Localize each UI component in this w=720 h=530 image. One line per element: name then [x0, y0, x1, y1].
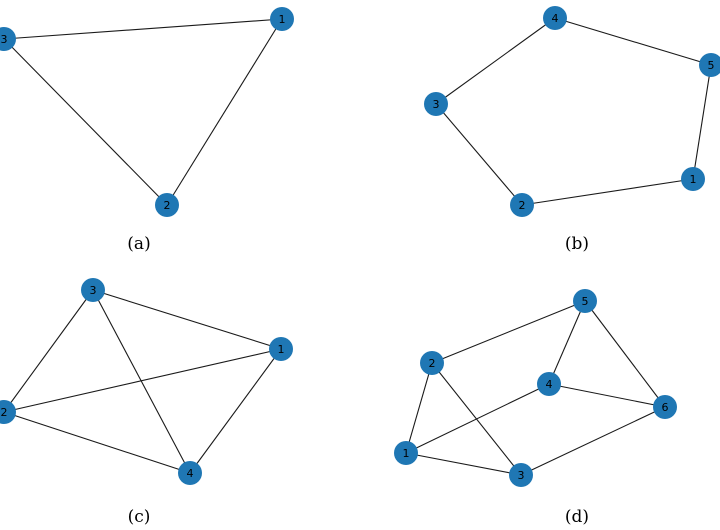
nodes-layer: 1 2 3 1 2 3 4 5 1 2 3 4 1 2 3 4 5 6 [0, 6, 720, 487]
node-circle [424, 92, 448, 116]
node-circle [699, 53, 720, 77]
edge-d-2-5 [431, 300, 586, 364]
edge-d-4-6 [548, 383, 666, 408]
node-label: 1 [403, 447, 410, 460]
node-label: 4 [187, 467, 194, 480]
node-label: 2 [164, 199, 171, 212]
panel-caption-d: (d) [565, 507, 589, 527]
node-c-4: 4 [178, 461, 202, 485]
edge-c-3-4 [92, 289, 191, 474]
panel-caption-b: (b) [565, 234, 589, 254]
node-a-2: 2 [155, 193, 179, 217]
panel-caption-a: (a) [127, 234, 150, 254]
node-circle [509, 463, 533, 487]
edge-a-1-2 [166, 18, 283, 206]
edge-d-5-4 [548, 300, 586, 385]
node-circle [420, 351, 444, 375]
node-d-4: 4 [537, 372, 561, 396]
edge-b-4-5 [554, 17, 712, 66]
node-circle [394, 441, 418, 465]
node-label: 2 [519, 199, 526, 212]
node-circle [510, 193, 534, 217]
node-d-5: 5 [573, 289, 597, 313]
node-c-2: 2 [0, 400, 16, 424]
edge-b-1-2 [521, 178, 694, 206]
node-circle [573, 289, 597, 313]
edge-b-3-4 [435, 17, 556, 105]
edge-a-3-2 [3, 38, 168, 206]
node-label: 5 [708, 59, 715, 72]
node-circle [537, 372, 561, 396]
panel-caption-c: (c) [128, 507, 151, 527]
node-label: 2 [1, 406, 8, 419]
node-label: 6 [662, 401, 669, 414]
node-label: 3 [1, 33, 8, 46]
node-d-3: 3 [509, 463, 533, 487]
node-b-4: 4 [543, 6, 567, 30]
node-label: 4 [552, 12, 559, 25]
node-c-3: 3 [81, 278, 105, 302]
edge-c-2-4 [3, 411, 191, 474]
node-circle [270, 7, 294, 31]
node-circle [543, 6, 567, 30]
node-circle [178, 461, 202, 485]
node-label: 1 [279, 13, 286, 26]
node-d-2: 2 [420, 351, 444, 375]
node-b-1: 1 [681, 167, 705, 191]
edge-c-1-4 [189, 348, 282, 474]
edge-a-3-1 [3, 18, 283, 40]
node-label: 1 [690, 173, 697, 186]
edge-c-3-2 [3, 289, 94, 413]
node-circle [653, 395, 677, 419]
node-circle [0, 27, 16, 51]
edge-b-5-1 [692, 64, 712, 180]
node-circle [81, 278, 105, 302]
edge-d-3-6 [520, 406, 666, 476]
node-label: 3 [433, 98, 440, 111]
node-circle [269, 337, 293, 361]
edges-layer [3, 17, 712, 476]
edge-d-2-1 [405, 362, 433, 454]
edge-c-2-1 [3, 348, 282, 413]
node-label: 3 [90, 284, 97, 297]
node-label: 1 [278, 343, 285, 356]
node-a-1: 1 [270, 7, 294, 31]
edge-d-1-3 [405, 452, 522, 476]
edge-c-3-1 [92, 289, 282, 350]
captions-layer: (a) (b) (c) (d) [127, 234, 589, 527]
node-label: 2 [429, 357, 436, 370]
node-b-2: 2 [510, 193, 534, 217]
node-circle [0, 400, 16, 424]
edge-b-2-3 [435, 103, 523, 206]
node-circle [681, 167, 705, 191]
node-b-5: 5 [699, 53, 720, 77]
node-label: 5 [582, 295, 589, 308]
node-d-1: 1 [394, 441, 418, 465]
node-circle [155, 193, 179, 217]
edge-d-4-1 [405, 383, 550, 454]
edge-d-2-3 [431, 362, 522, 476]
node-b-3: 3 [424, 92, 448, 116]
node-d-6: 6 [653, 395, 677, 419]
node-label: 4 [546, 378, 553, 391]
node-c-1: 1 [269, 337, 293, 361]
edge-d-5-6 [584, 300, 666, 408]
node-label: 3 [518, 469, 525, 482]
node-a-3: 3 [0, 27, 16, 51]
